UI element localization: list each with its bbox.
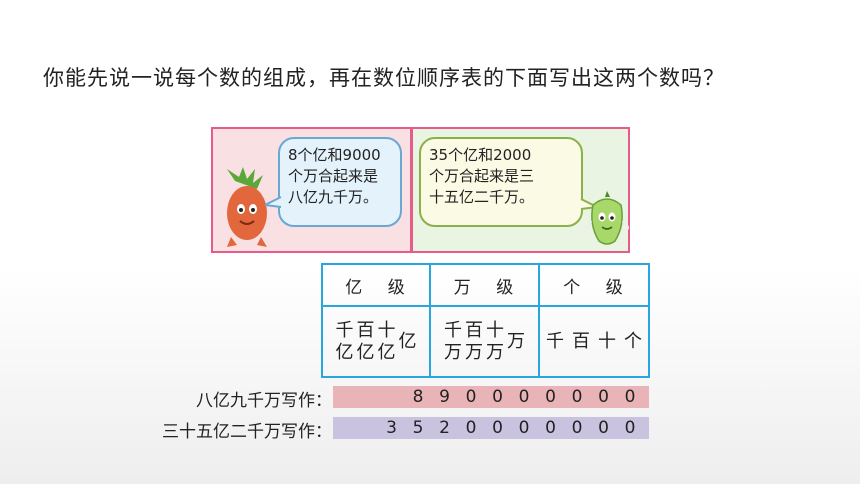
place-shiwan: 十万 — [485, 320, 505, 364]
bubble-left-line: 个万合起来是 — [288, 167, 379, 185]
place-qian: 千 — [545, 331, 565, 353]
speech-panel-left: 8个亿和9000 个万合起来是 八亿九千万。 — [211, 127, 412, 253]
speech-bubble-left: 8个亿和9000 个万合起来是 八亿九千万。 — [278, 137, 402, 227]
bubble-right-line: 十五亿二千万。 — [429, 188, 535, 206]
digit: 0 — [571, 387, 583, 407]
row-label-2: 三十五亿二千万写作： — [162, 422, 332, 442]
digit: 2 — [439, 418, 450, 438]
bubble-left-line: 八亿九千万。 — [288, 188, 379, 206]
bubble-tail-icon — [265, 196, 282, 208]
place-value-table: 亿 级 万 级 个 级 千亿 百亿 十亿 亿 千万 百万 十万 万 千 百 十 … — [321, 263, 650, 378]
digit: 3 — [386, 418, 397, 438]
place-char: 百 — [356, 319, 375, 341]
place-char: 千 — [444, 319, 462, 341]
place-char: 万 — [486, 341, 504, 363]
digit: 0 — [598, 418, 609, 438]
place-char: 亿 — [335, 341, 354, 363]
digit: 0 — [598, 387, 609, 407]
digit: 0 — [492, 387, 503, 407]
place-char: 千 — [335, 319, 354, 341]
place-char: 千 — [546, 330, 564, 352]
bubble-right-line: 35个亿和2000 — [429, 146, 532, 164]
place-char: 万 — [444, 341, 462, 363]
radish-character-icon — [227, 167, 267, 247]
place-qianyi: 千亿 — [335, 320, 355, 364]
place-char: 亿 — [356, 341, 375, 363]
place-char: 十 — [377, 319, 396, 341]
table-header-wan: 万 级 — [431, 265, 540, 307]
place-char: 亿 — [377, 341, 396, 363]
digit: 0 — [571, 418, 583, 438]
place-char: 亿 — [398, 330, 417, 352]
digit: 0 — [518, 418, 530, 438]
place-shiyi: 十亿 — [377, 320, 397, 364]
place-char: 十 — [486, 319, 504, 341]
place-char: 百 — [572, 330, 590, 352]
pepper-character-icon — [585, 191, 629, 245]
place-baiyi: 百亿 — [356, 320, 376, 364]
place-yi: 亿 — [398, 331, 418, 353]
wan-places: 千万 百万 十万 万 — [431, 307, 540, 376]
speech-bubble-right: 35个亿和2000 个万合起来是三 十五亿二千万。 — [419, 137, 583, 227]
place-char: 百 — [465, 319, 483, 341]
place-ge: 个 — [623, 331, 643, 353]
bubble-left-line: 8个亿和9000 — [288, 146, 381, 164]
place-char: 十 — [598, 330, 616, 352]
digit: 0 — [465, 387, 477, 407]
table-header-yi: 亿 级 — [323, 265, 431, 307]
place-baiwan: 百万 — [464, 320, 484, 364]
digit: 0 — [518, 387, 530, 407]
place-wan: 万 — [506, 331, 526, 353]
place-char: 万 — [507, 330, 525, 352]
table-header-ge: 个 级 — [540, 265, 648, 307]
place-char: 万 — [465, 341, 483, 363]
place-qianwan: 千万 — [443, 320, 463, 364]
yi-places: 千亿 百亿 十亿 亿 — [323, 307, 431, 376]
place-char: 个 — [624, 330, 642, 352]
row-label-1: 八亿九千万写作： — [196, 391, 332, 411]
place-bai: 百 — [571, 331, 591, 353]
question-text: 你能先说一说每个数的组成，再在数位顺序表的下面写出这两个数吗？ — [43, 66, 725, 90]
digit: 0 — [624, 387, 636, 407]
ge-places: 千 百 十 个 — [540, 307, 648, 376]
digit: 0 — [624, 418, 636, 438]
digit: 0 — [545, 418, 556, 438]
digit: 5 — [412, 418, 424, 438]
digit: 8 — [412, 387, 424, 407]
bubble-right-line: 个万合起来是三 — [429, 167, 535, 185]
digit: 0 — [465, 418, 477, 438]
digit: 9 — [439, 387, 450, 407]
digit: 0 — [492, 418, 503, 438]
place-shi: 十 — [597, 331, 617, 353]
digit: 0 — [545, 387, 556, 407]
speech-panel-right: 35个亿和2000 个万合起来是三 十五亿二千万。 — [411, 127, 630, 253]
